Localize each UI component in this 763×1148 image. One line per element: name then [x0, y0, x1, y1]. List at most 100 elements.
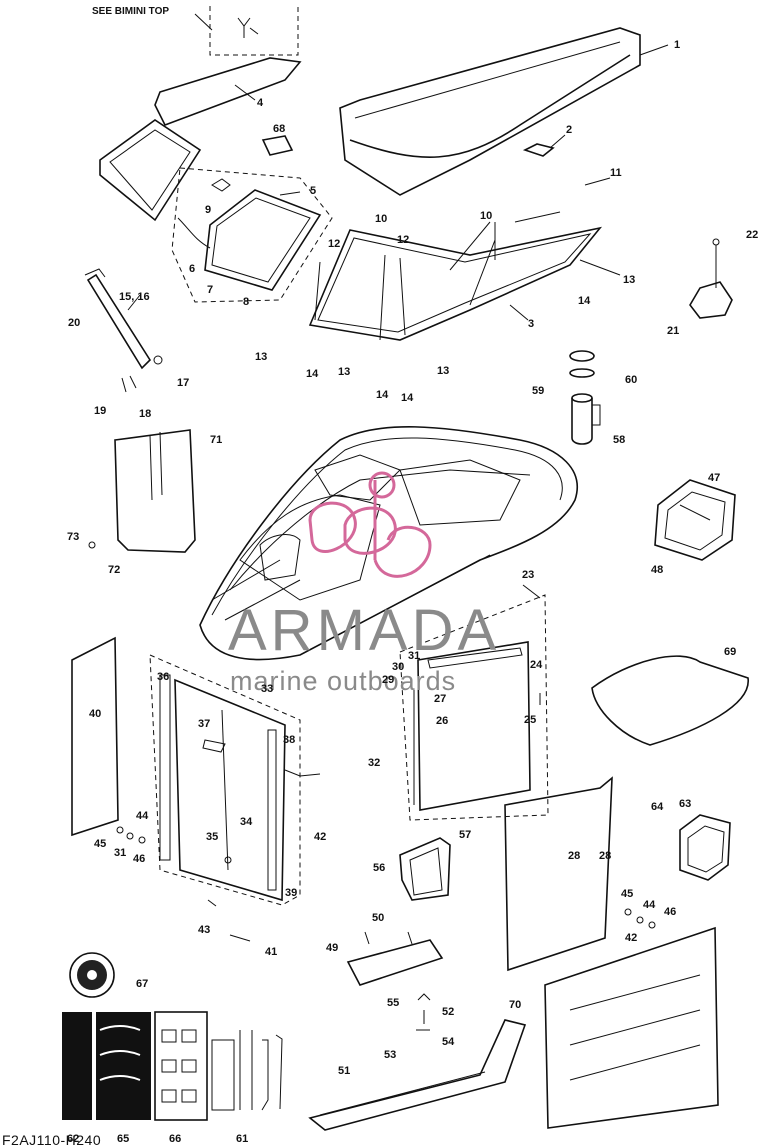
- callout-label-8: 8: [243, 296, 249, 308]
- callout-label-54: 54: [442, 1036, 455, 1048]
- part-52-55: [416, 993, 431, 1031]
- part-15-20-strut: [84, 268, 163, 393]
- part-69-cushion: [591, 655, 749, 746]
- callout-label-2: 2: [566, 124, 572, 136]
- part-5-9-windshield-group: [171, 167, 333, 303]
- callout-label-32: 32: [368, 757, 380, 769]
- callout-label-66: 66: [169, 1133, 181, 1145]
- callout-label-39: 39: [285, 887, 297, 899]
- callout-label-40: 40: [89, 708, 101, 720]
- callout-label-21: 21: [667, 325, 679, 337]
- callout-label-45: 45: [94, 838, 106, 850]
- callout-label-37: 37: [198, 718, 210, 730]
- callout-label-29: 29: [382, 674, 394, 686]
- callout-label-26: 26: [436, 715, 448, 727]
- callout-label-51: 51: [338, 1065, 350, 1077]
- callout-label-22: 22: [746, 229, 758, 241]
- callout-label-17: 17: [177, 377, 189, 389]
- part-47-48-vent: [654, 479, 736, 561]
- callout-label-43: 43: [198, 924, 210, 936]
- callout-label-18: 18: [139, 408, 151, 420]
- callout-label-19: 19: [94, 405, 106, 417]
- part-63-64-box: [679, 814, 731, 881]
- callout-label-13: 13: [437, 365, 449, 377]
- callout-label-24: 24: [530, 659, 543, 671]
- callout-label-57: 57: [459, 829, 471, 841]
- callout-label-23: 23: [522, 569, 534, 581]
- callout-label-47: 47: [708, 472, 720, 484]
- callout-label-55: 55: [387, 997, 399, 1009]
- callout-label-27: 27: [434, 693, 446, 705]
- callout-label-53: 53: [384, 1049, 396, 1061]
- callout-label-52: 52: [442, 1006, 454, 1018]
- callout-label-12: 12: [397, 234, 409, 246]
- callout-label-1: 1: [674, 39, 680, 51]
- callout-label-69: 69: [724, 646, 736, 658]
- callout-label-60: 60: [625, 374, 637, 386]
- callout-label-25: 25: [524, 714, 536, 726]
- callout-label-45: 45: [621, 888, 633, 900]
- callout-label-31: 31: [408, 650, 420, 662]
- callout-label-34: 34: [240, 816, 253, 828]
- boat-hull: [199, 426, 578, 661]
- callout-label-6: 6: [189, 263, 195, 275]
- callout-label-14: 14: [401, 392, 414, 404]
- part-41: [229, 934, 251, 942]
- callout-label-12: 12: [328, 238, 340, 250]
- part-61-66-manuals: [62, 1011, 283, 1121]
- part-58-60-cup-holder: [569, 350, 601, 445]
- callout-label-15-16: 15, 16: [119, 291, 150, 303]
- callout-label-44: 44: [136, 810, 149, 822]
- callout-label-64: 64: [651, 801, 664, 813]
- callout-label-56: 56: [373, 862, 385, 874]
- callout-label-35: 35: [206, 831, 218, 843]
- callout-label-38: 38: [283, 734, 295, 746]
- part-68-pad: [261, 135, 294, 156]
- callout-label-44: 44: [643, 899, 656, 911]
- part-70-panel: [544, 926, 719, 1129]
- callout-label-31: 31: [114, 847, 126, 859]
- callout-label-13: 13: [255, 351, 267, 363]
- callout-label-33: 33: [261, 683, 273, 695]
- callout-label-13: 13: [338, 366, 350, 378]
- callout-label-46: 46: [664, 906, 676, 918]
- part-40-strip: [71, 636, 119, 837]
- callout-label-63: 63: [679, 798, 691, 810]
- callout-label-41: 41: [265, 946, 277, 958]
- callout-label-72: 72: [108, 564, 120, 576]
- part-51-rail: [308, 1019, 527, 1131]
- callout-label-73: 73: [67, 531, 79, 543]
- callout-label-50: 50: [372, 912, 384, 924]
- part-10-14-side-panels: [308, 211, 621, 341]
- callout-label-68: 68: [273, 123, 285, 135]
- watermark-tagline: marine outboards: [230, 666, 456, 696]
- callout-label-20: 20: [68, 317, 80, 329]
- callout-label-13: 13: [623, 274, 635, 286]
- part-21-22-cleat: [689, 238, 733, 319]
- callout-label-7: 7: [207, 284, 213, 296]
- callout-label-28: 28: [599, 850, 611, 862]
- callout-label-70: 70: [509, 999, 521, 1011]
- part-23-32-side-panel: [399, 584, 549, 821]
- callout-label-9: 9: [205, 204, 211, 216]
- callout-label-62: 62: [67, 1133, 79, 1145]
- callout-label-71: 71: [210, 434, 222, 446]
- part-4-frame: [99, 57, 302, 222]
- callout-label-11: 11: [610, 167, 622, 179]
- callout-label-4: 4: [257, 97, 264, 109]
- fasteners-right: [624, 908, 656, 929]
- callout-label-14: 14: [376, 389, 389, 401]
- callout-label-3: 3: [528, 318, 534, 330]
- callout-label-14: 14: [578, 295, 591, 307]
- see-bimini-top-note: SEE BIMINI TOP: [92, 6, 169, 17]
- bimini-top-callout: SEE BIMINI TOP: [92, 6, 299, 56]
- callout-label-46: 46: [133, 853, 145, 865]
- fasteners-left: [116, 826, 146, 844]
- part-56-57-latch: [399, 837, 451, 901]
- callout-label-14: 14: [306, 368, 319, 380]
- diagram-code: F2AJ110-H240: [2, 1132, 102, 1148]
- callout-label-61: 61: [236, 1133, 248, 1145]
- callout-label-67: 67: [136, 978, 148, 990]
